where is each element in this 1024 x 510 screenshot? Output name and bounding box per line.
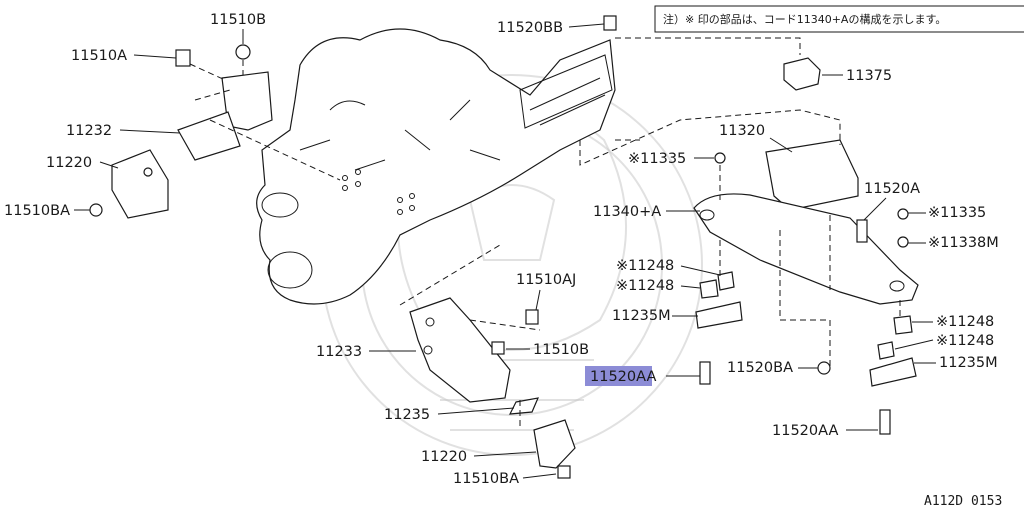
crossmember-assembly: [579, 15, 919, 435]
label-11232: 11232: [66, 123, 112, 139]
label-11510b-mid: 11510B: [533, 342, 589, 358]
label-11375: 11375: [846, 68, 892, 84]
label-11235: 11235: [384, 407, 430, 423]
label-11320: 11320: [719, 123, 765, 139]
label-11510aj: 11510AJ: [516, 272, 576, 288]
note-box: 注）※ 印の部品は、コード11340+Aの構成を示します。: [654, 5, 1024, 33]
label-11233: 11233: [316, 344, 362, 360]
label-11510ba-bottom: 11510BA: [453, 471, 519, 487]
left-mount-assembly: [89, 44, 341, 219]
label-11235m-right: 11235M: [939, 355, 998, 371]
label-group: 11510B 11510A 11232 11220 11510BA 11520B…: [4, 12, 999, 487]
label-11520bb: 11520BB: [497, 20, 563, 36]
label-11340a: 11340+A: [593, 204, 661, 220]
label-11220-left: 11220: [46, 155, 92, 171]
engine-transmission-outline: [256, 28, 616, 305]
label-11335-b: ※11335: [928, 205, 986, 221]
note-text: 注）※ 印の部品は、コード11340+Aの構成を示します。: [663, 12, 946, 26]
label-11520ba-right: 11520BA: [727, 360, 793, 376]
label-11220-bottom: 11220: [421, 449, 467, 465]
label-11235m-left: 11235M: [612, 308, 671, 324]
label-11520aa-bottom: 11520AA: [772, 423, 838, 439]
label-11335-a: ※11335: [628, 151, 686, 167]
label-11510a: 11510A: [71, 48, 127, 64]
label-11520a: 11520A: [864, 181, 920, 197]
label-11338m: ※11338M: [928, 235, 999, 251]
center-bracket-assembly: [399, 244, 576, 479]
highlight-box[interactable]: [585, 366, 652, 386]
label-11510b-top: 11510B: [210, 12, 266, 28]
label-11248-a: ※11248: [616, 258, 674, 274]
label-11248-d: ※11248: [936, 333, 994, 349]
label-11248-b: ※11248: [616, 278, 674, 294]
drawing-code: A112D 0153: [924, 494, 1002, 509]
label-11520aa-highlight[interactable]: 11520AA: [590, 369, 656, 385]
label-11510ba-left: 11510BA: [4, 203, 70, 219]
label-11248-c: ※11248: [936, 314, 994, 330]
